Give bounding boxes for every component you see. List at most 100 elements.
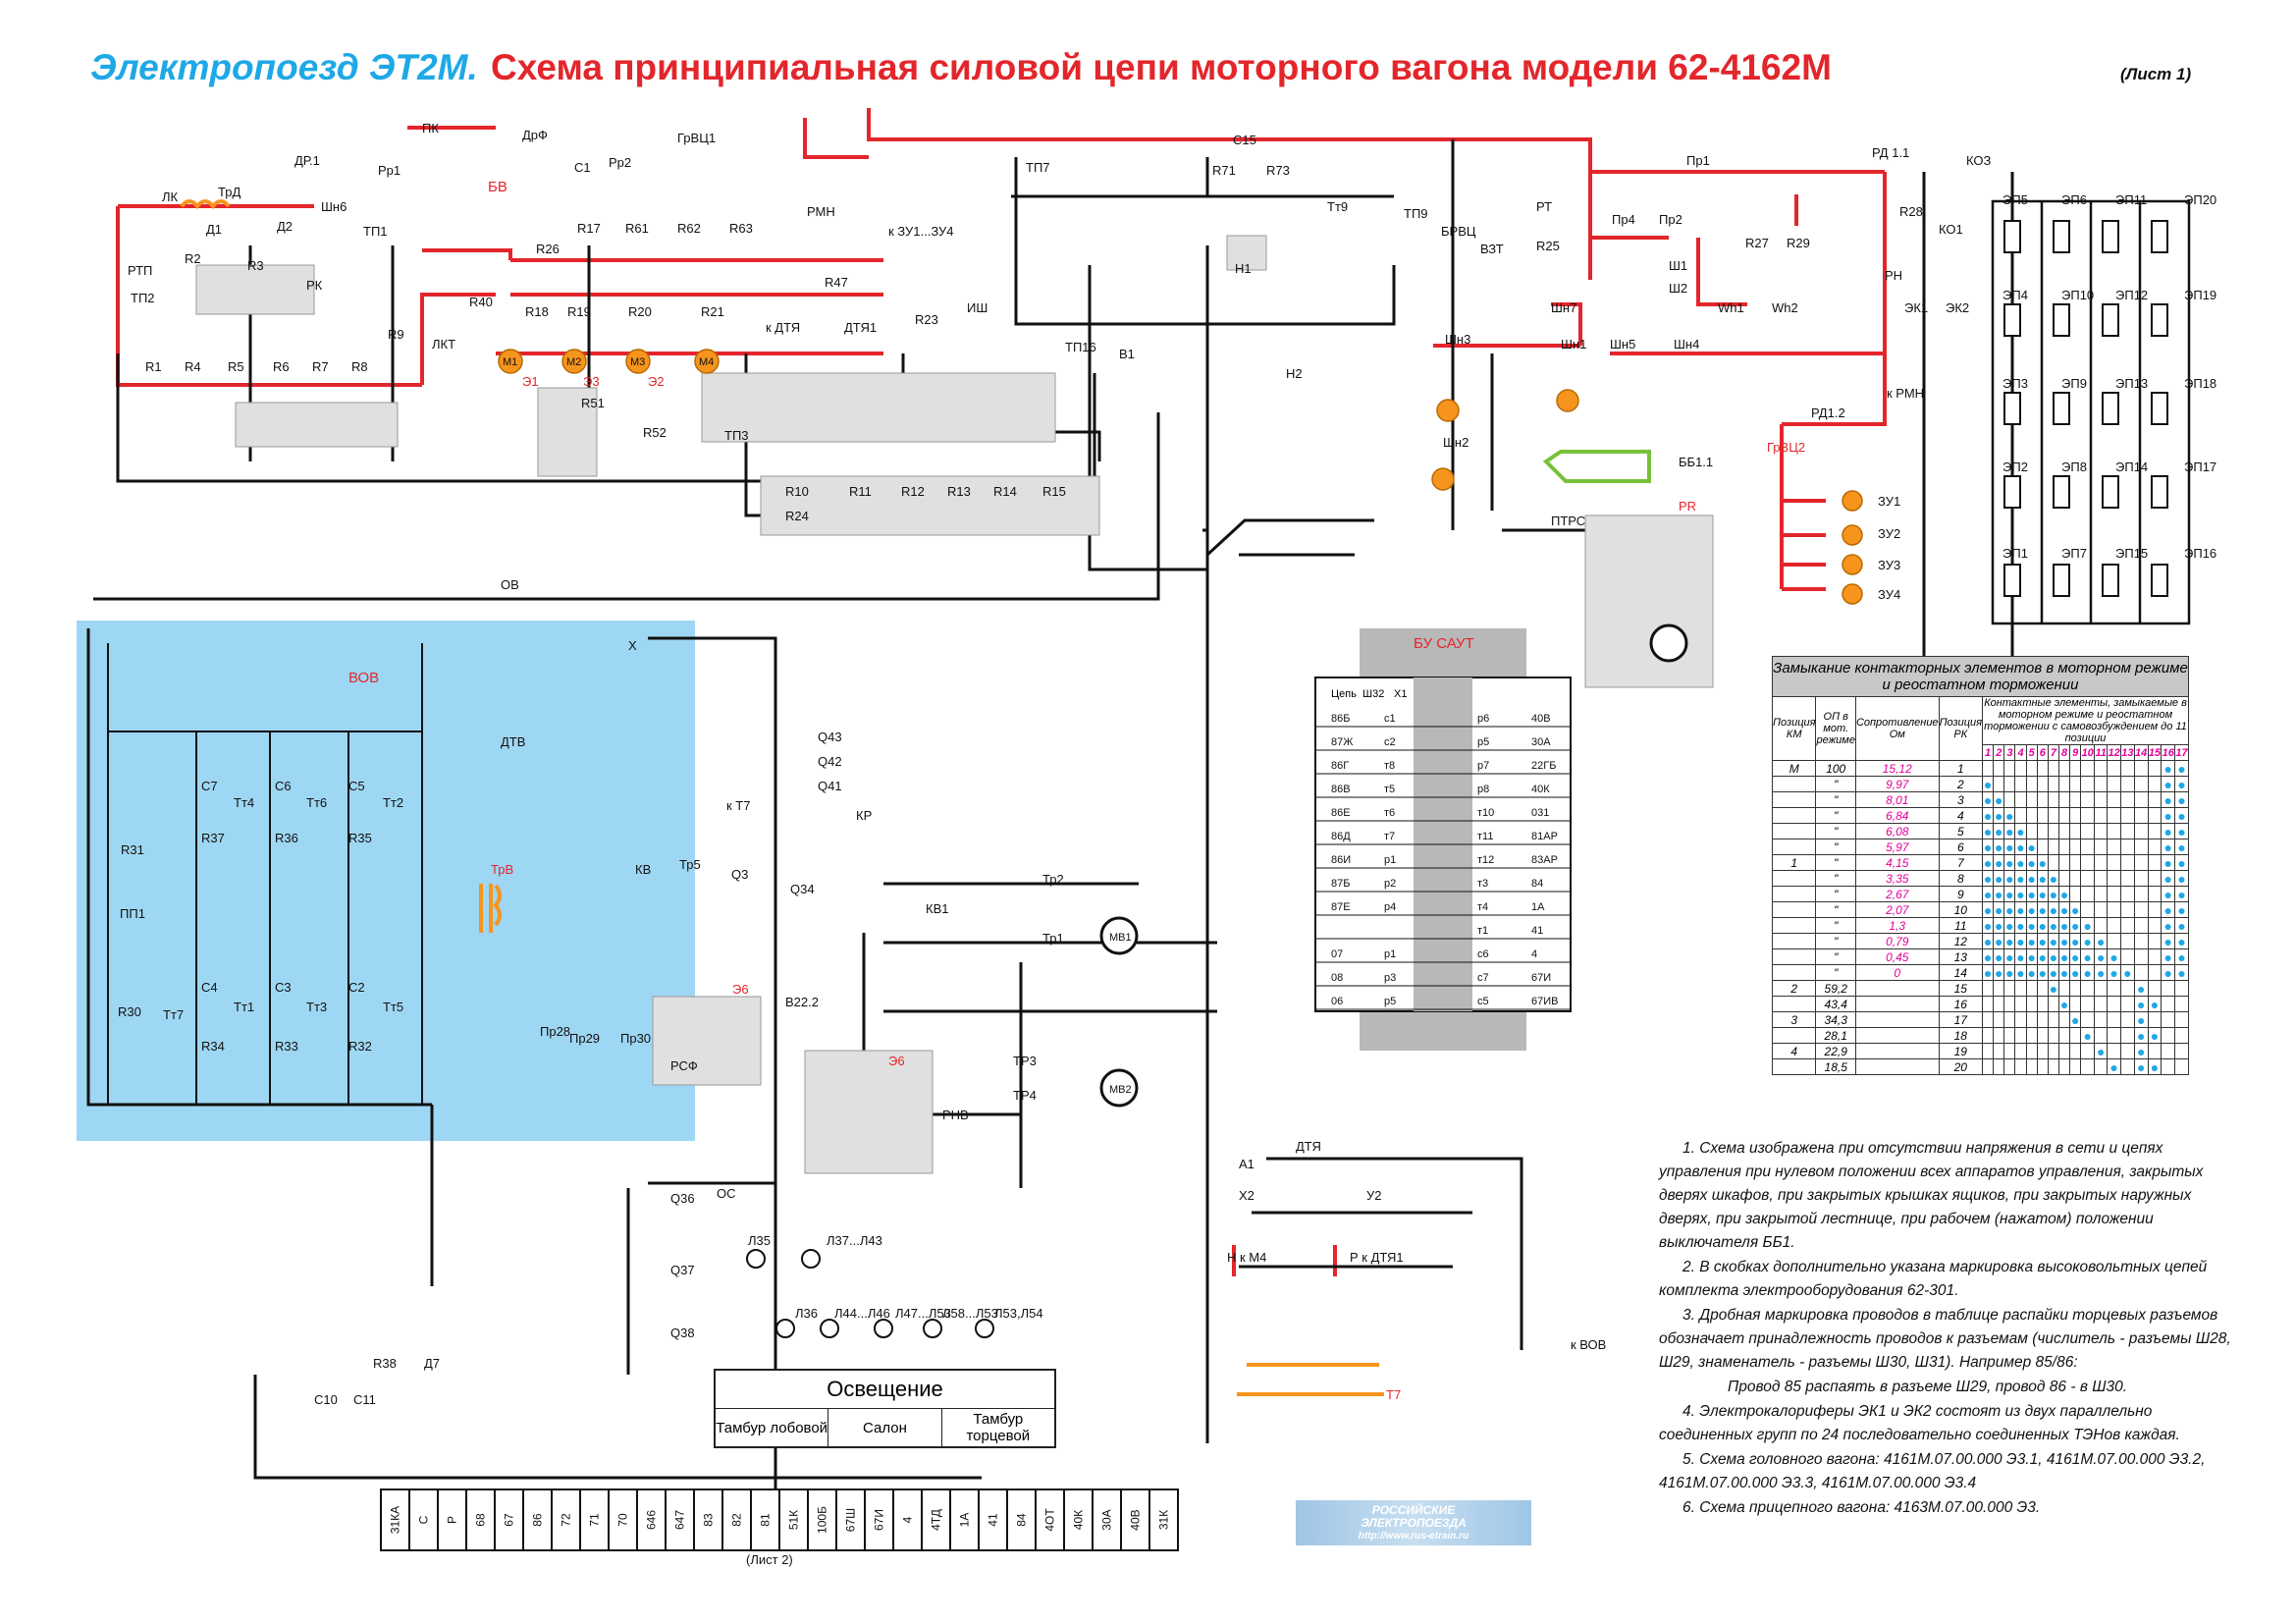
contact-cell: ●: [2014, 854, 2027, 871]
contact-cell: [2147, 776, 2163, 792]
contact-cell: ●: [2174, 948, 2189, 965]
element-number: 4: [2014, 744, 2027, 761]
contact-cell: [2147, 980, 2163, 997]
kv-label: КВ: [635, 862, 651, 877]
contact-cell: ●: [2133, 980, 2149, 997]
r33-label: R33: [275, 1039, 298, 1054]
contact-cell: [2120, 823, 2135, 839]
saut-cell: т6: [1384, 807, 1395, 819]
dtya1-label: ДТЯ1: [844, 320, 877, 335]
contact-cell: [1993, 1011, 2005, 1028]
contact-cell: [2025, 1058, 2038, 1075]
terminal-label: 40К: [1072, 1510, 1086, 1530]
contact-cell: [2094, 996, 2109, 1012]
contact-cell: [1993, 1058, 2005, 1075]
terminal-label: 67И: [873, 1509, 886, 1531]
c4-label: С4: [201, 980, 218, 995]
cell-r: 2,07: [1854, 901, 1940, 918]
element-number: 10: [2080, 744, 2096, 761]
contact-cell: [2025, 980, 2038, 997]
contact-cell: ●: [2174, 776, 2189, 792]
contact-cell: [2094, 886, 2109, 902]
ep-label-1: ЭП19: [2184, 288, 2216, 302]
contact-cell: ●: [2025, 933, 2038, 949]
zu1-label: ЗУ1: [1878, 494, 1900, 509]
contact-cell: [2069, 807, 2082, 824]
contact-cell: [2014, 1011, 2027, 1028]
lighting-title: Освещение: [716, 1371, 1054, 1409]
q41-label: Q41: [818, 779, 842, 793]
saut-cell: р4: [1384, 901, 1396, 913]
ep-label-9: ЭП15: [2115, 546, 2148, 561]
cell-rk: 20: [1938, 1058, 1984, 1075]
contact-cell: ●: [2174, 854, 2189, 871]
contact-cell: [2080, 870, 2096, 887]
contact-cell: ●: [2161, 870, 2176, 887]
contact-cell: ●: [2036, 917, 2049, 934]
contact-cell: [2080, 901, 2096, 918]
contact-cell: [2133, 839, 2149, 855]
cell-op: ": [1815, 948, 1856, 965]
terminal-label: 100Б: [816, 1506, 829, 1534]
contact-cell: [2133, 901, 2149, 918]
contact-cell: [2058, 1011, 2071, 1028]
contact-cell: [2047, 854, 2060, 871]
contact-cell: [2036, 791, 2049, 808]
contact-cell: [2080, 807, 2096, 824]
terminal-cell: [978, 1489, 1008, 1551]
terminal-cell: [778, 1489, 809, 1551]
element-number: 11: [2094, 744, 2109, 761]
contact-cell: ●: [1993, 807, 2005, 824]
ep-heaters: [1991, 199, 2191, 625]
contact-cell: [2147, 839, 2163, 855]
cell-rk: 8: [1938, 870, 1984, 887]
contact-cell: ●: [2147, 996, 2163, 1012]
saut-cell: 86Е: [1331, 807, 1351, 819]
contact-cell: [2014, 791, 2027, 808]
contact-cell: [2094, 1058, 2109, 1075]
d1-label: Д1: [206, 222, 222, 237]
contact-cell: ●: [2003, 901, 2016, 918]
contact-cell: ●: [2003, 870, 2016, 887]
site-logo[interactable]: РОССИЙСКИЕ ЭЛЕКТРОПОЕЗДА http://www.rus-…: [1296, 1500, 1531, 1545]
terminal-cell: [693, 1489, 723, 1551]
cell-km: [1771, 933, 1817, 949]
contact-cell: ●: [2069, 901, 2082, 918]
cell-km: [1771, 964, 1817, 981]
contact-cell: [2133, 776, 2149, 792]
contact-cell: [2003, 1011, 2016, 1028]
contact-cell: [2133, 870, 2149, 887]
contact-cell: ●: [2003, 964, 2016, 981]
contact-cell: [2133, 917, 2149, 934]
contact-cell: ●: [1982, 917, 1995, 934]
ep-label-13: ЭП8: [2061, 460, 2087, 474]
contact-cell: [2133, 964, 2149, 981]
element-number: 15: [2147, 744, 2163, 761]
r19-label: R19: [567, 304, 591, 319]
r1-label: R1: [145, 359, 162, 374]
contact-cell: ●: [2107, 964, 2122, 981]
ep-label-10: ЭП6: [2061, 192, 2087, 207]
terminal-label: 68: [474, 1513, 488, 1527]
lamps: [746, 1249, 994, 1338]
terminal-cell: [494, 1489, 524, 1551]
contact-cell: [2120, 917, 2135, 934]
contact-cell: [2147, 917, 2163, 934]
lk-label: ЛК: [162, 189, 179, 204]
contact-cell: ●: [2025, 948, 2038, 965]
terminal-label: 31К: [1157, 1510, 1171, 1530]
q42-label: Q42: [818, 754, 842, 769]
contact-cell: [2058, 839, 2071, 855]
cell-r: 0,79: [1854, 933, 1940, 949]
c5-label: С5: [348, 779, 365, 793]
terminal-label: 4ТД: [930, 1509, 943, 1531]
zu4-label: ЗУ4: [1878, 587, 1900, 602]
contact-cell: ●: [2047, 964, 2060, 981]
contact-cell: [2120, 1011, 2135, 1028]
